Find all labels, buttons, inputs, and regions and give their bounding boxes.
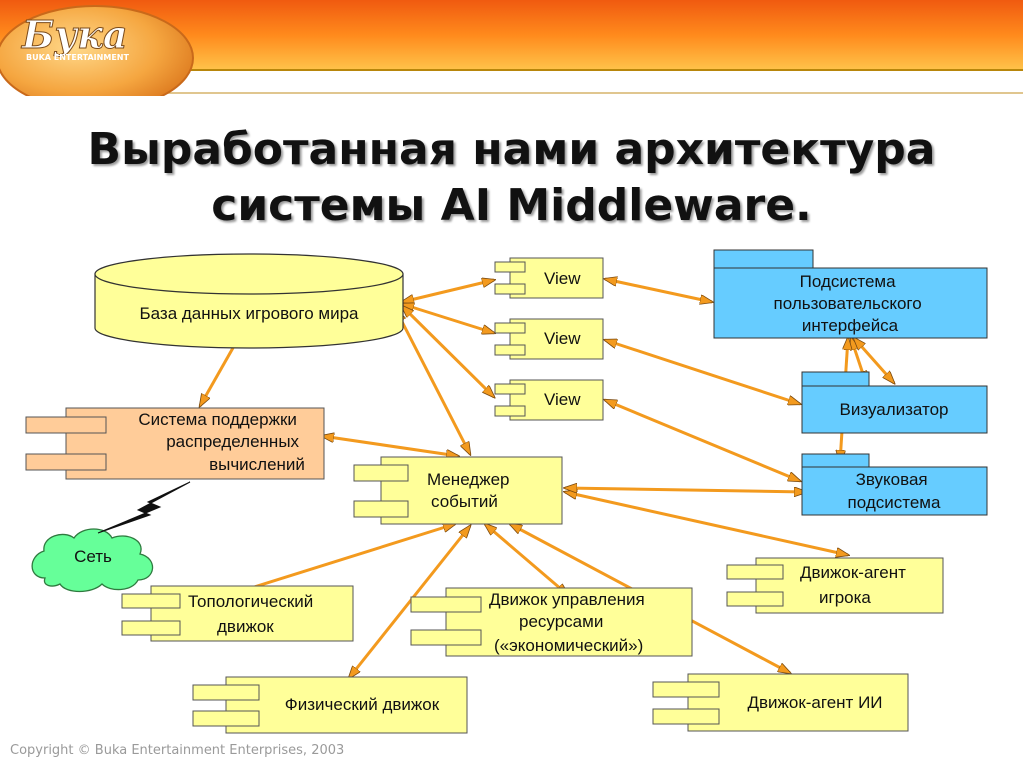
ui-subsystem-line2: пользовательского bbox=[774, 294, 922, 313]
logo-subtitle: BUKA ENTERTAINMENT bbox=[26, 53, 129, 62]
arrow-ui-visualizer-b bbox=[854, 338, 894, 383]
arrow-distributed-event bbox=[322, 436, 458, 456]
resource-line2: ресурсами bbox=[519, 612, 603, 631]
distributed-node: Система поддержки распределенных вычисле… bbox=[25, 407, 325, 480]
topological-line2: движок bbox=[217, 617, 274, 636]
arrow-view2-visualizer bbox=[605, 338, 800, 406]
ai-agent-label: Движок-агент ИИ bbox=[747, 693, 882, 712]
resource-line3: («экономический») bbox=[494, 636, 643, 655]
network-label: Сеть bbox=[74, 547, 112, 566]
topological-node: Топологический движок bbox=[121, 585, 354, 642]
sound-subsystem-node: Звуковая подсистема bbox=[801, 453, 988, 516]
arrow-event-resource bbox=[485, 524, 568, 595]
page-title-line2: системы AI Middleware. bbox=[211, 180, 812, 231]
arrow-view3-sound bbox=[605, 398, 800, 483]
player-agent-line2: игрока bbox=[819, 588, 871, 607]
svg-text:Менеджер событий: Менеджер событий bbox=[427, 470, 514, 511]
svg-text:Движок-агент игрока: Движок-агент игрока bbox=[800, 563, 911, 607]
arrow-db-view1 bbox=[402, 280, 494, 302]
ui-subsystem-line3: интерфейса bbox=[802, 316, 899, 335]
ui-subsystem-line1: Подсистема bbox=[800, 272, 896, 291]
resource-line1: Движок управления bbox=[489, 590, 645, 609]
distributed-line2: распределенных bbox=[166, 432, 299, 451]
sound-line1: Звуковая bbox=[856, 470, 928, 489]
view-node-3: View bbox=[494, 379, 604, 421]
logo-brand: Бука bbox=[21, 12, 128, 57]
arrow-event-topological bbox=[232, 524, 455, 594]
sound-line2: подсистема bbox=[848, 493, 941, 512]
physics-node: Физический движок bbox=[192, 676, 468, 734]
distributed-line3: вычислений bbox=[209, 455, 305, 474]
distributed-line1: Система поддержки bbox=[138, 410, 297, 429]
svg-text:Система поддержки распре: Система поддержки распределенных вычисле… bbox=[138, 410, 305, 474]
player-agent-node: Движок-агент игрока bbox=[726, 557, 944, 614]
page-title-line1: Выработанная нами архитектура bbox=[87, 124, 936, 175]
visualizer-label: Визуализатор bbox=[840, 400, 949, 419]
arrow-db-event bbox=[396, 310, 470, 454]
visualizer-node: Визуализатор bbox=[801, 371, 988, 434]
arrow-event-physics bbox=[349, 526, 470, 678]
copyright-text: Copyright © Buka Entertainment Enterpris… bbox=[10, 743, 345, 758]
svg-text:Звуковая подсистема: Звуковая подсистема bbox=[848, 470, 941, 512]
event-manager-line2: событий bbox=[431, 492, 498, 511]
ui-subsystem-node: Подсистема пользовательского интерфейса bbox=[713, 249, 988, 339]
lightning-icon bbox=[97, 481, 191, 534]
physics-label: Физический движок bbox=[285, 695, 440, 714]
view-label-3: View bbox=[544, 390, 581, 409]
database-label: База данных игрового мира bbox=[140, 304, 360, 323]
player-agent-line1: Движок-агент bbox=[800, 563, 906, 582]
view-node-1: View bbox=[494, 257, 604, 299]
ai-agent-node: Движок-агент ИИ bbox=[652, 673, 909, 732]
topological-line1: Топологический bbox=[188, 592, 313, 611]
view-node-2: View bbox=[494, 318, 604, 360]
connectors bbox=[200, 279, 894, 678]
arrow-view1-ui bbox=[605, 279, 712, 302]
svg-text:Подсистема пользовательс: Подсистема пользовательского интерфейса bbox=[774, 272, 927, 335]
event-manager-node: Менеджер событий bbox=[353, 456, 563, 525]
logo: Бука BUKA ENTERTAINMENT bbox=[21, 12, 130, 63]
view-label-2: View bbox=[544, 329, 581, 348]
page-title: Выработанная нами архитектура системы AI… bbox=[0, 122, 1023, 234]
svg-text:Движок управления ресурс: Движок управления ресурсами («экономичес… bbox=[489, 590, 649, 655]
database-node: База данных игрового мира bbox=[94, 253, 404, 349]
network-node: Сеть bbox=[31, 528, 154, 593]
header-banner: Бука BUKA ENTERTAINMENT bbox=[0, 0, 1023, 96]
arrow-event-sound bbox=[565, 488, 806, 492]
svg-text:Топологический движок: Топологический движок bbox=[188, 592, 318, 636]
view-label-1: View bbox=[544, 269, 581, 288]
resource-node: Движок управления ресурсами («экономичес… bbox=[410, 587, 693, 657]
event-manager-line1: Менеджер bbox=[427, 470, 509, 489]
